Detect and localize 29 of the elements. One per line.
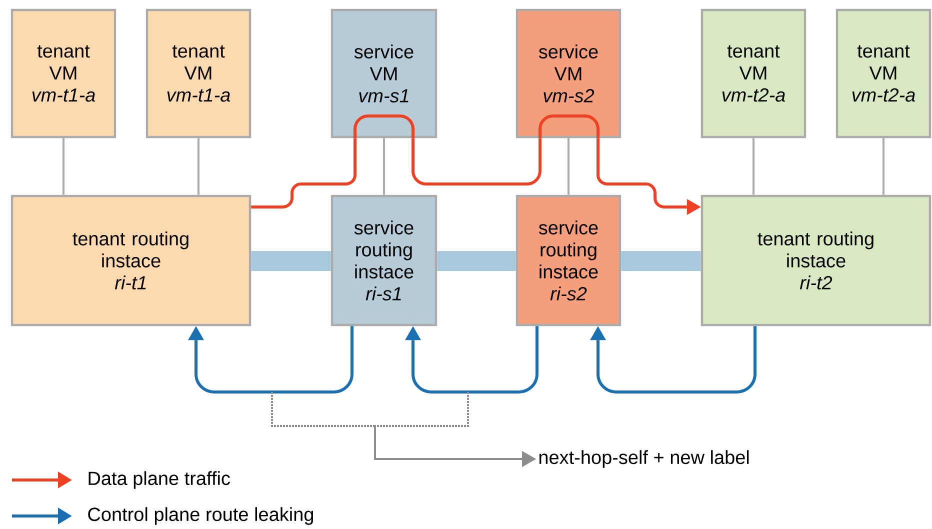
vm-box: service VM vm-s1 bbox=[330, 8, 438, 138]
arrow bbox=[188, 326, 354, 394]
connector-line bbox=[198, 138, 200, 195]
arrow bbox=[405, 326, 538, 394]
routing-instance-box: service routing instace ri-s2 bbox=[516, 194, 622, 326]
arrow bbox=[596, 138, 701, 215]
routing-instance-box: tenant routing instace ri-t2 bbox=[700, 194, 932, 326]
vm-box: tenant VM vm-t2-a bbox=[836, 8, 932, 138]
connector-line bbox=[882, 138, 884, 195]
connector-line bbox=[383, 138, 385, 195]
connector-line bbox=[251, 138, 356, 208]
vm-box: tenant VM vm-t1-a bbox=[10, 8, 116, 138]
legend-text: Control plane route leaking bbox=[88, 507, 313, 525]
vm-box: tenant VM vm-t1-a bbox=[146, 8, 252, 138]
connector-line bbox=[568, 138, 570, 195]
connector-line bbox=[752, 138, 754, 195]
tunnel-pipe bbox=[621, 251, 701, 271]
routing-instance-box: tenant routing instace ri-t1 bbox=[10, 194, 252, 326]
note-text: next-hop-self + new label bbox=[539, 450, 749, 468]
routing-instance-box: service routing instace ri-s1 bbox=[330, 194, 438, 326]
vm-box: tenant VM vm-t2-a bbox=[700, 8, 806, 138]
connector-line bbox=[62, 138, 64, 195]
legend-text: Data plane traffic bbox=[88, 471, 230, 489]
tunnel-pipe bbox=[437, 251, 516, 271]
connector-line bbox=[412, 138, 542, 186]
leader-line bbox=[374, 392, 536, 467]
vm-box: service VM vm-s2 bbox=[516, 8, 622, 138]
arrow bbox=[590, 326, 756, 394]
tunnel-pipe bbox=[251, 251, 331, 271]
